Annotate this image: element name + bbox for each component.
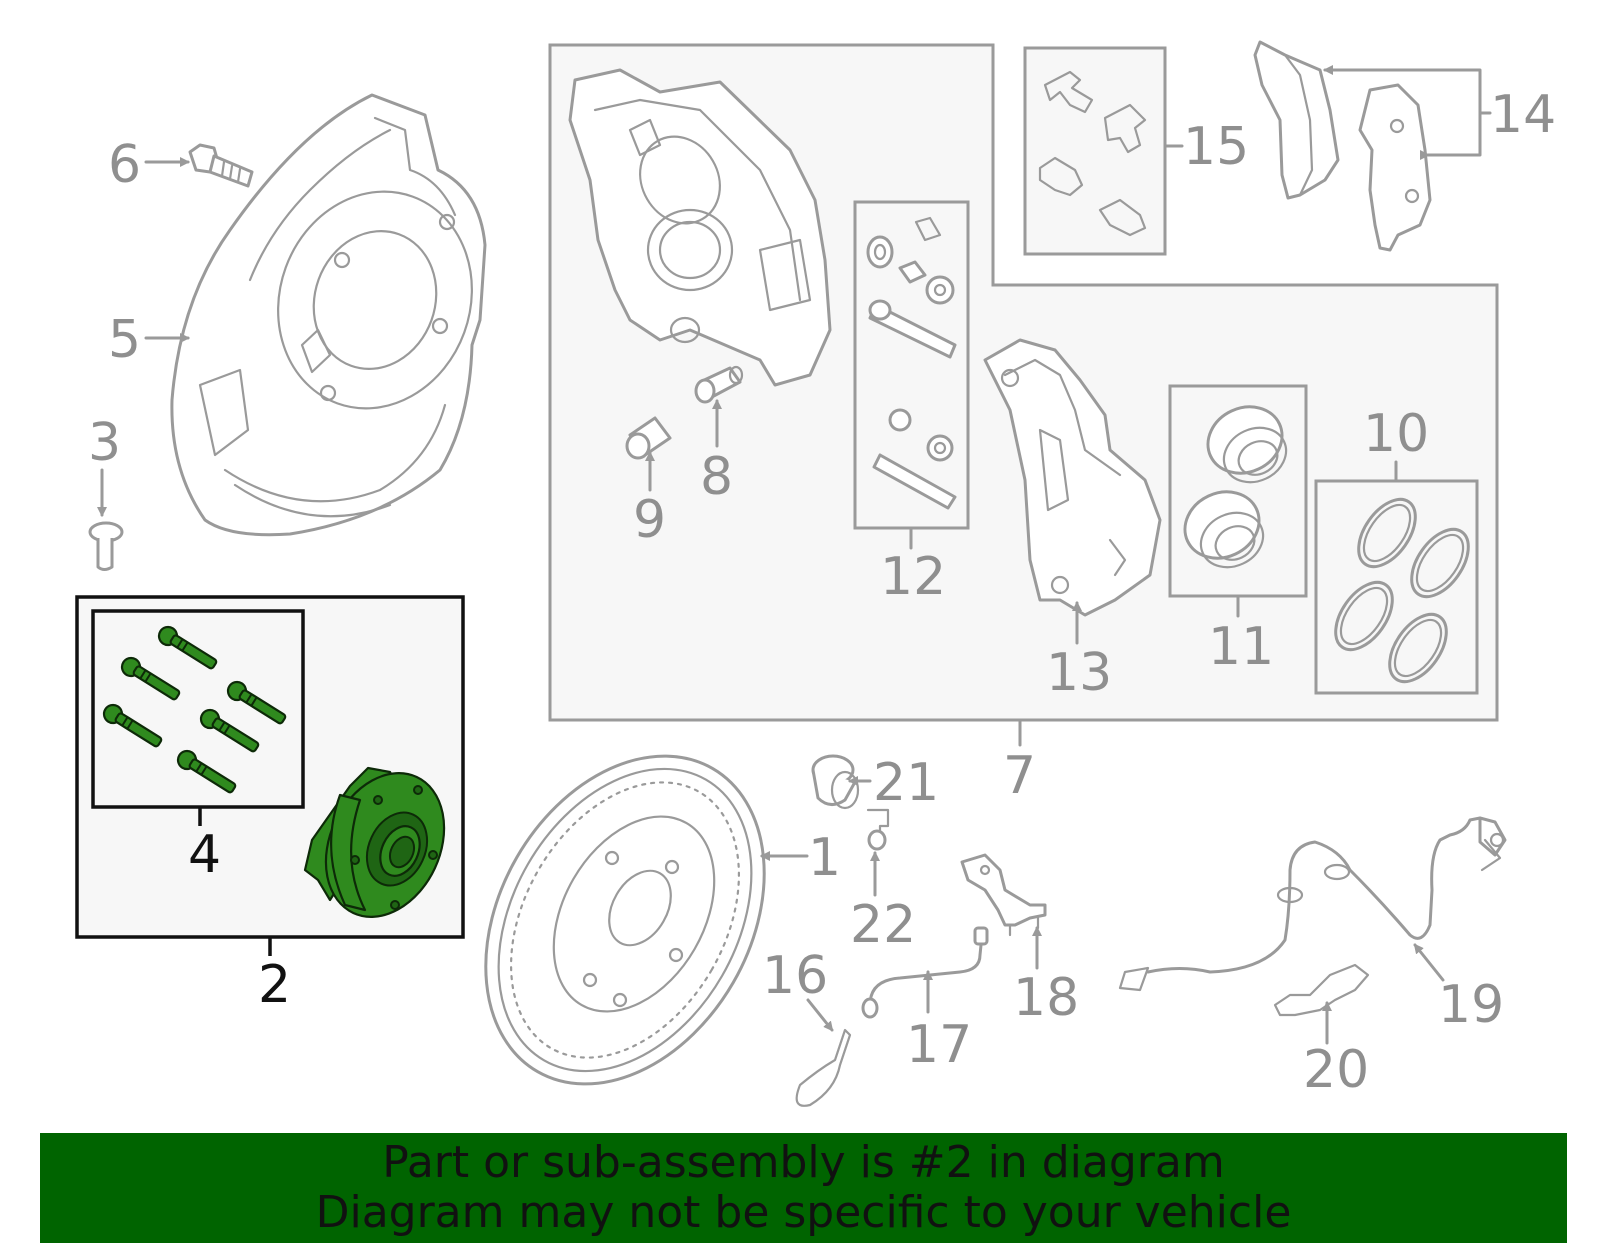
callout-21: 21 [873, 753, 939, 813]
banner-line-1: Part or sub-assembly is #2 in diagram [382, 1137, 1225, 1188]
callout-16: 16 [762, 946, 828, 1006]
piston-part-11[interactable] [1174, 395, 1295, 577]
callout-13: 13 [1046, 643, 1112, 703]
banner-line-2: Diagram may not be specific to your vehi… [315, 1187, 1292, 1238]
cap-part-21[interactable] [811, 754, 860, 810]
brake-rotor-part-1[interactable] [429, 706, 821, 1134]
callout-19: 19 [1438, 975, 1504, 1035]
callout-3: 3 [88, 413, 121, 473]
clip-part-16[interactable] [795, 1028, 852, 1107]
callout-8: 8 [700, 447, 733, 507]
hub-bearing-part-2[interactable] [303, 754, 466, 936]
callout-17: 17 [906, 1015, 972, 1075]
callout-14: 14 [1490, 85, 1556, 145]
callout-22: 22 [850, 895, 916, 955]
callout-1: 1 [808, 828, 841, 888]
seal-kit-part-10[interactable] [1324, 489, 1480, 691]
callout-20: 20 [1303, 1040, 1369, 1100]
caliper-bracket-part-13[interactable] [983, 338, 1162, 617]
callout-11: 11 [1208, 617, 1274, 677]
brake-pads-part-14[interactable] [1253, 40, 1432, 252]
callout-6: 6 [108, 135, 141, 195]
callout-15: 15 [1183, 117, 1249, 177]
bolt-set-box-4 [91, 609, 305, 809]
bracket-part-18[interactable] [960, 853, 1047, 937]
sensor-bracket-part-20[interactable] [1273, 963, 1370, 1017]
seal-box-10 [1314, 479, 1479, 695]
bushing-part-8[interactable] [694, 365, 744, 404]
callout-18: 18 [1013, 968, 1079, 1028]
callout-12: 12 [880, 547, 946, 607]
callout-10: 10 [1363, 404, 1429, 464]
bolt-part-6[interactable] [188, 143, 254, 188]
callout-5: 5 [108, 310, 141, 370]
brake-hose-part-17[interactable] [861, 926, 989, 1019]
abs-sensor-part-19[interactable] [1118, 816, 1507, 992]
guide-pin-kit-part-12[interactable] [866, 216, 957, 510]
leader-lines [97, 65, 1492, 1045]
bolt-part-3[interactable] [88, 521, 124, 571]
info-banner: Part or sub-assembly is #2 in diagram Di… [40, 1133, 1567, 1243]
caliper-housing[interactable] [568, 68, 832, 387]
hardware-clips-part-15[interactable] [1038, 70, 1147, 237]
callout-9: 9 [633, 490, 666, 550]
callout-4: 4 [188, 825, 221, 885]
bushing-part-9[interactable] [625, 416, 672, 460]
bleeder-part-22[interactable] [866, 808, 890, 851]
callout-7: 7 [1003, 746, 1036, 806]
callout-2: 2 [258, 955, 291, 1015]
bolt-set-part-4[interactable] [101, 624, 289, 797]
dust-shield-part-5[interactable] [170, 93, 502, 537]
